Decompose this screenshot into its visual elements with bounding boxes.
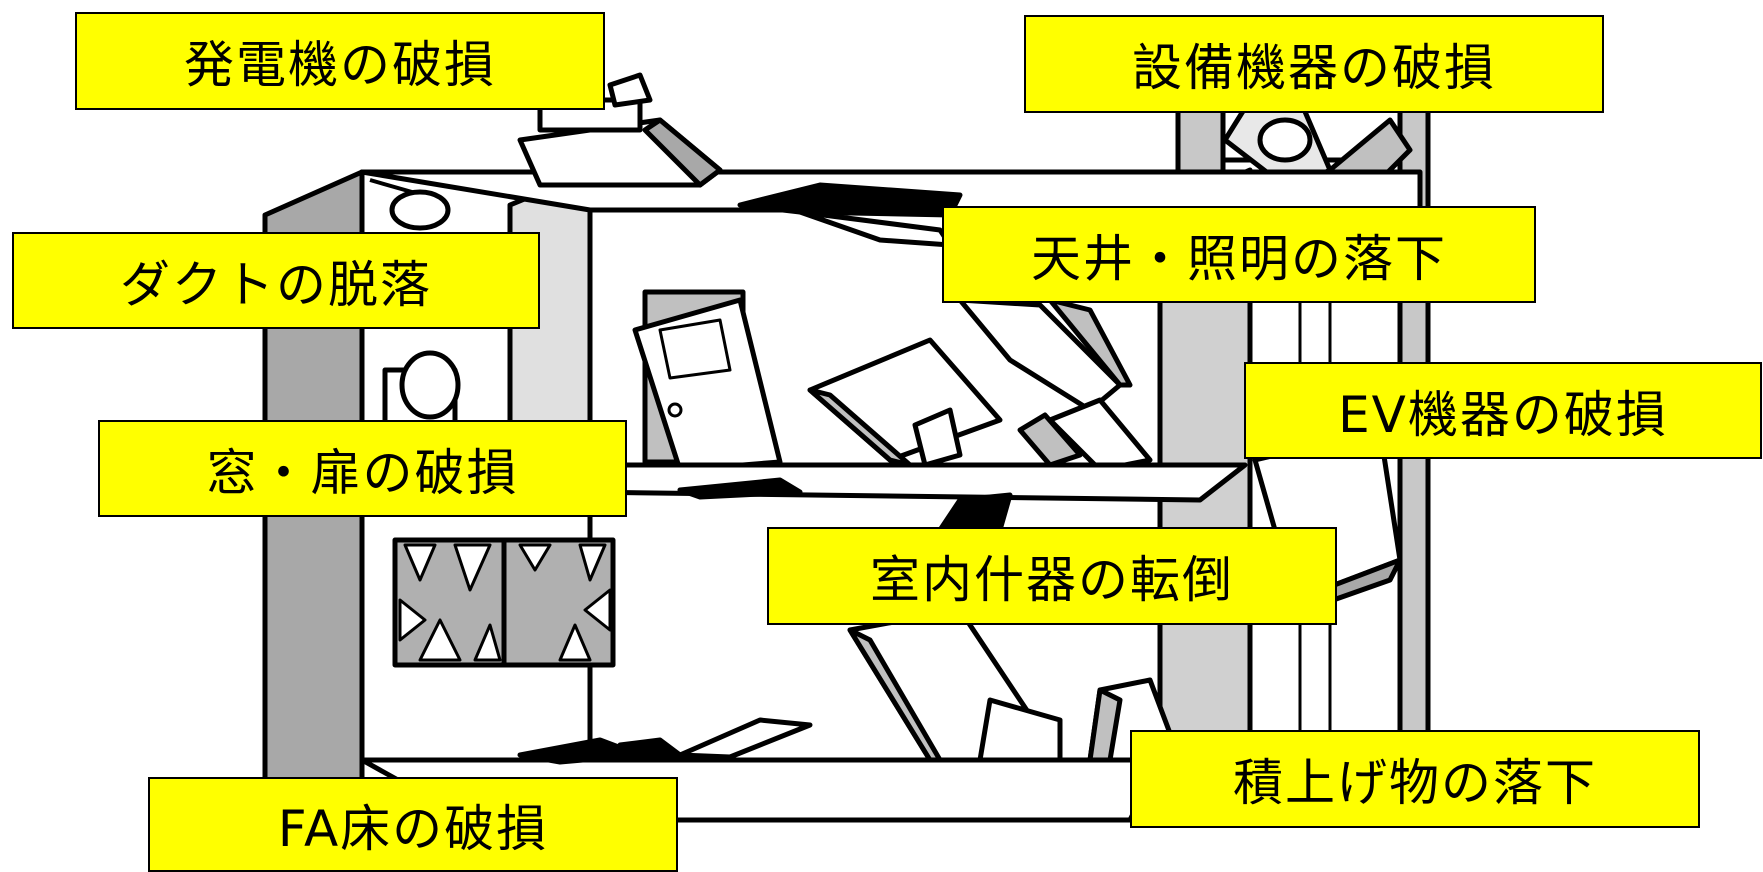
label-window-door-damage: 窓・扉の破損 (98, 420, 627, 517)
label-duct-detachment: ダクトの脱落 (12, 232, 540, 329)
label-stacked-items-fall: 積上げ物の落下 (1130, 730, 1700, 828)
duct-shape (369, 178, 461, 428)
label-ev-equipment-damage: EV機器の破損 (1244, 362, 1762, 459)
label-access-floor-damage: FA床の破損 (148, 777, 678, 872)
fallen-cabinets-shape (807, 297, 1153, 473)
lower-cabinets-shape (847, 607, 1183, 763)
label-furniture-overturn: 室内什器の転倒 (767, 527, 1337, 625)
door-shape (632, 289, 783, 473)
floor-debris-shape (517, 717, 813, 765)
label-ceiling-lighting-fall: 天井・照明の落下 (942, 206, 1536, 303)
label-generator-damage: 発電機の破損 (75, 12, 605, 110)
middle-floor-slab (577, 462, 1248, 533)
label-equipment-damage: 設備機器の破損 (1024, 15, 1604, 113)
broken-window-shape (392, 537, 616, 668)
